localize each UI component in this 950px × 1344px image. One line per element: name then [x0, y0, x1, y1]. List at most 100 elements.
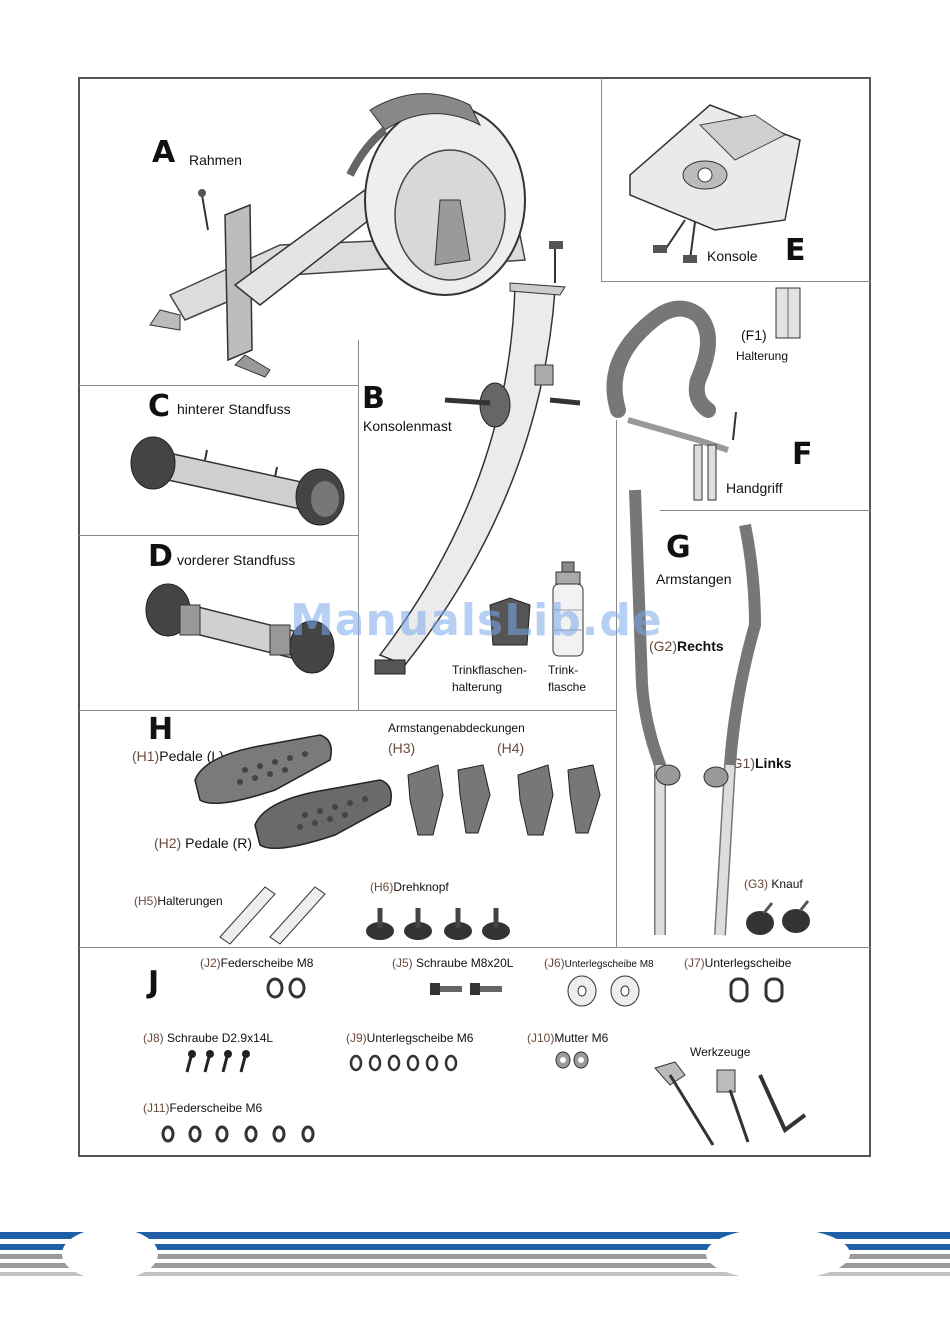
- part-code-g2: (G2)Rechts: [649, 638, 724, 654]
- part-label-armstangen: Armstangen: [656, 571, 732, 587]
- part-label-konsolenmast: Konsolenmast: [363, 418, 452, 434]
- label-unterlegscheibe-m8: Unterlegscheibe M8: [564, 959, 654, 970]
- label-pedale-l: Pedale (L): [159, 748, 224, 764]
- part-code-j11: (J11)Federscheibe M6: [143, 1101, 262, 1115]
- brackets-h5-illustration: [219, 886, 326, 945]
- divider-line: [601, 281, 871, 282]
- label-mutter-m6: Mutter M6: [554, 1031, 609, 1045]
- spring-washers-j11: [161, 1125, 315, 1143]
- code-j2: (J2): [200, 956, 221, 970]
- spring-washers-j2: [266, 977, 306, 999]
- part-code-h5: (H5)Halterungen: [134, 894, 223, 908]
- part-code-j9: (J9)Unterlegscheibe M6: [346, 1031, 473, 1045]
- part-letter-f: F: [792, 437, 813, 472]
- code-j7: (J7): [684, 956, 705, 970]
- label-federscheibe-m8: Federscheibe M8: [220, 956, 314, 970]
- part-letter-g: G: [666, 530, 691, 565]
- part-code-h3: (H3): [388, 740, 416, 756]
- part-code-h1: (H1)Pedale (L): [132, 748, 224, 764]
- code-j9: (J9): [346, 1031, 367, 1045]
- parts-diagram-frame: [78, 77, 871, 1157]
- divider-line: [79, 385, 359, 386]
- divider-line: [660, 510, 871, 511]
- front-stabilizer-illustration: [145, 583, 335, 674]
- part-code-j8: (J8) Schraube D2.9x14L: [143, 1031, 273, 1045]
- washers-j7: [729, 977, 784, 1003]
- label-bottle-line1: Trink-: [548, 663, 579, 677]
- watermark: ManualsLib.de: [290, 595, 670, 655]
- label-pedale-r: Pedale (R): [185, 835, 253, 851]
- code-h6: (H6): [370, 880, 394, 894]
- divider-line: [358, 340, 359, 710]
- tools-illustration: [654, 1061, 807, 1146]
- frame-illustration: [149, 93, 526, 378]
- part-label-konsole: Konsole: [707, 248, 758, 264]
- label-knauf: Knauf: [771, 877, 803, 891]
- pedals-illustration: [194, 734, 392, 850]
- bracket-f1-illustration: [775, 287, 801, 339]
- label-armstangenabdeckungen: Armstangenabdeckungen: [388, 721, 525, 735]
- knobs-g3-illustration: [746, 900, 810, 935]
- part-code-g3: (G3) Knauf: [744, 877, 803, 891]
- code-h5: (H5): [134, 894, 158, 908]
- knobs-h6-illustration: [366, 908, 510, 940]
- label-links: Links: [755, 755, 792, 771]
- label-drehknopf: Drehknopf: [393, 880, 449, 894]
- part-label-halterung: Halterung: [736, 349, 789, 363]
- label-schraube-d29x14l: Schraube D2.9x14L: [167, 1031, 274, 1045]
- footer-stripes: [0, 1228, 950, 1280]
- part-code-j6: (J6)Unterlegscheibe M8: [544, 956, 654, 972]
- part-letter-e: E: [785, 233, 806, 268]
- bottle-illustration: [552, 561, 584, 657]
- label-bottle-line2: flasche: [548, 680, 587, 694]
- code-h2: (H2): [154, 835, 182, 851]
- code-j10: (J10): [527, 1031, 555, 1045]
- label-bottle-holder-line1: Trinkflaschen-: [452, 663, 527, 677]
- console-mast-illustration: [374, 241, 581, 675]
- handlebar-illustration: [606, 300, 737, 501]
- code-h1: (H1): [132, 748, 160, 764]
- label-werkzeuge: Werkzeuge: [690, 1045, 751, 1059]
- divider-line: [79, 535, 359, 536]
- part-code-j5: (J5) Schraube M8x20L: [392, 956, 513, 970]
- label-federscheibe-m6: Federscheibe M6: [169, 1101, 263, 1115]
- label-schraube-m8x20l: Schraube M8x20L: [416, 956, 514, 970]
- part-code-j2: (J2)Federscheibe M8: [200, 956, 313, 970]
- part-label-vorderer-standfuss: vorderer Standfuss: [177, 552, 296, 568]
- part-label-handgriff: Handgriff: [726, 480, 783, 496]
- part-letter-d: D: [148, 539, 173, 574]
- code-j8: (J8): [143, 1031, 164, 1045]
- label-unterlegscheibe: Unterlegscheibe: [704, 956, 792, 970]
- label-unterlegscheibe-m6: Unterlegscheibe M6: [366, 1031, 474, 1045]
- rear-stabilizer-illustration: [130, 436, 345, 526]
- part-code-f1: (F1): [741, 327, 767, 343]
- part-code-j10: (J10)Mutter M6: [527, 1031, 608, 1045]
- part-letter-j: J: [148, 965, 160, 1000]
- nuts-j10: [555, 1051, 589, 1069]
- part-label-rahmen: Rahmen: [189, 152, 242, 168]
- part-letter-b: B: [362, 381, 385, 416]
- part-code-h4: (H4): [497, 740, 525, 756]
- arm-covers-illustration: [407, 764, 601, 836]
- code-j6: (J6): [544, 956, 565, 970]
- bolts-j5: [430, 983, 502, 995]
- divider-line: [616, 420, 617, 948]
- label-rechts: Rechts: [677, 638, 724, 654]
- watermark-text: ManualsLib.de: [290, 595, 663, 646]
- screws-j8: [185, 1050, 250, 1073]
- washers-j6: [567, 975, 640, 1007]
- washers-j9: [349, 1054, 458, 1072]
- divider-line: [79, 710, 616, 711]
- code-g3: (G3): [744, 877, 768, 891]
- part-label-hinterer-standfuss: hinterer Standfuss: [177, 401, 291, 417]
- part-letter-c: C: [148, 389, 171, 424]
- label-bottle-holder-line2: halterung: [452, 680, 503, 694]
- divider-line: [601, 78, 602, 281]
- divider-line: [79, 947, 871, 948]
- arm-rails-illustration: [629, 489, 762, 936]
- part-letter-a: A: [152, 135, 176, 170]
- label-halterungen: Halterungen: [157, 894, 223, 908]
- part-code-j7: (J7)Unterlegscheibe: [684, 956, 791, 970]
- part-code-h6: (H6)Drehknopf: [370, 880, 449, 894]
- part-code-h2: (H2) Pedale (R): [154, 835, 252, 851]
